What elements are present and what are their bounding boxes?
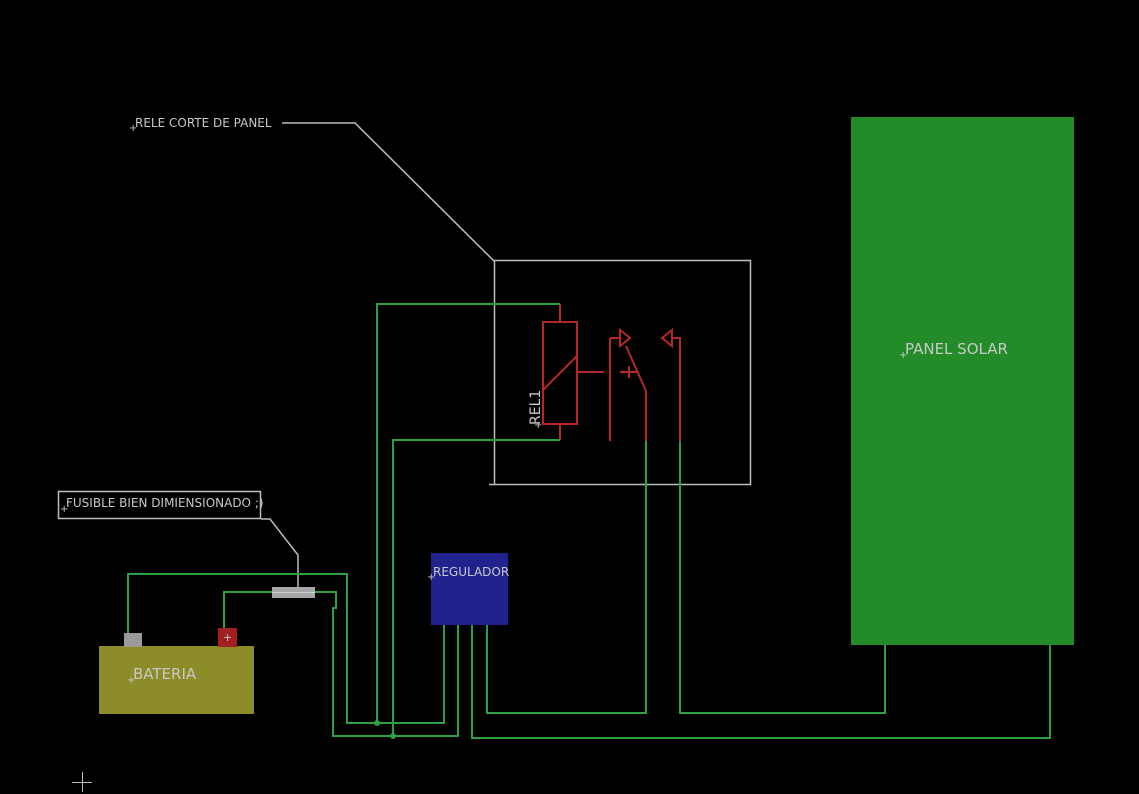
regulator[interactable] <box>431 553 508 625</box>
wire-battery-negative <box>127 573 445 724</box>
origin-marker: + <box>427 572 435 583</box>
junction-dot <box>374 720 380 726</box>
fuse-note-leader <box>261 518 299 587</box>
crosshair-cursor-icon <box>72 772 92 792</box>
origin-marker: + <box>60 504 68 515</box>
relay-contact-no <box>672 337 681 441</box>
wire-coil-bottom <box>392 439 560 736</box>
fuse-note-box[interactable] <box>57 490 262 520</box>
relay-note-leader <box>282 122 495 262</box>
wire-coil-top <box>376 303 560 723</box>
relay-rel1[interactable] <box>542 304 681 441</box>
relay-contact-arrow-right <box>660 327 673 349</box>
battery-positive-terminal[interactable] <box>218 628 237 647</box>
wire-regulator-to-relay <box>486 441 647 714</box>
origin-marker: + <box>129 123 137 134</box>
regulator-label: REGULADOR <box>433 565 509 579</box>
wire-relay-to-panel <box>679 441 886 714</box>
battery[interactable] <box>99 646 254 714</box>
relay-frame[interactable] <box>493 259 752 486</box>
relay-contact-common <box>625 345 647 441</box>
origin-marker: + <box>127 675 135 686</box>
solar-panel[interactable] <box>851 117 1074 645</box>
origin-marker: + <box>534 420 542 431</box>
relay-note-label: RELE CORTE DE PANEL <box>135 116 272 130</box>
battery-negative-terminal[interactable] <box>124 633 142 647</box>
wire-regulator-to-panel <box>471 625 1051 739</box>
battery-plus-sign: + <box>223 631 232 644</box>
wires <box>127 303 1051 739</box>
origin-marker: + <box>899 350 907 361</box>
fuse-note-label: FUSIBLE BIEN DIMIENSIONADO ;) <box>66 496 264 510</box>
wire-battery-positive-to-fuse <box>223 591 272 628</box>
wire-fuse-to-regulator <box>315 591 459 737</box>
relay-contact-arrow-left <box>619 327 632 349</box>
battery-label: BATERIA <box>133 665 197 683</box>
junction-dot <box>390 733 396 739</box>
relay-coil-diagonal <box>542 355 578 391</box>
solar-panel-label: PANEL SOLAR <box>905 340 1008 358</box>
relay-ref-label: REL1 <box>528 390 544 425</box>
